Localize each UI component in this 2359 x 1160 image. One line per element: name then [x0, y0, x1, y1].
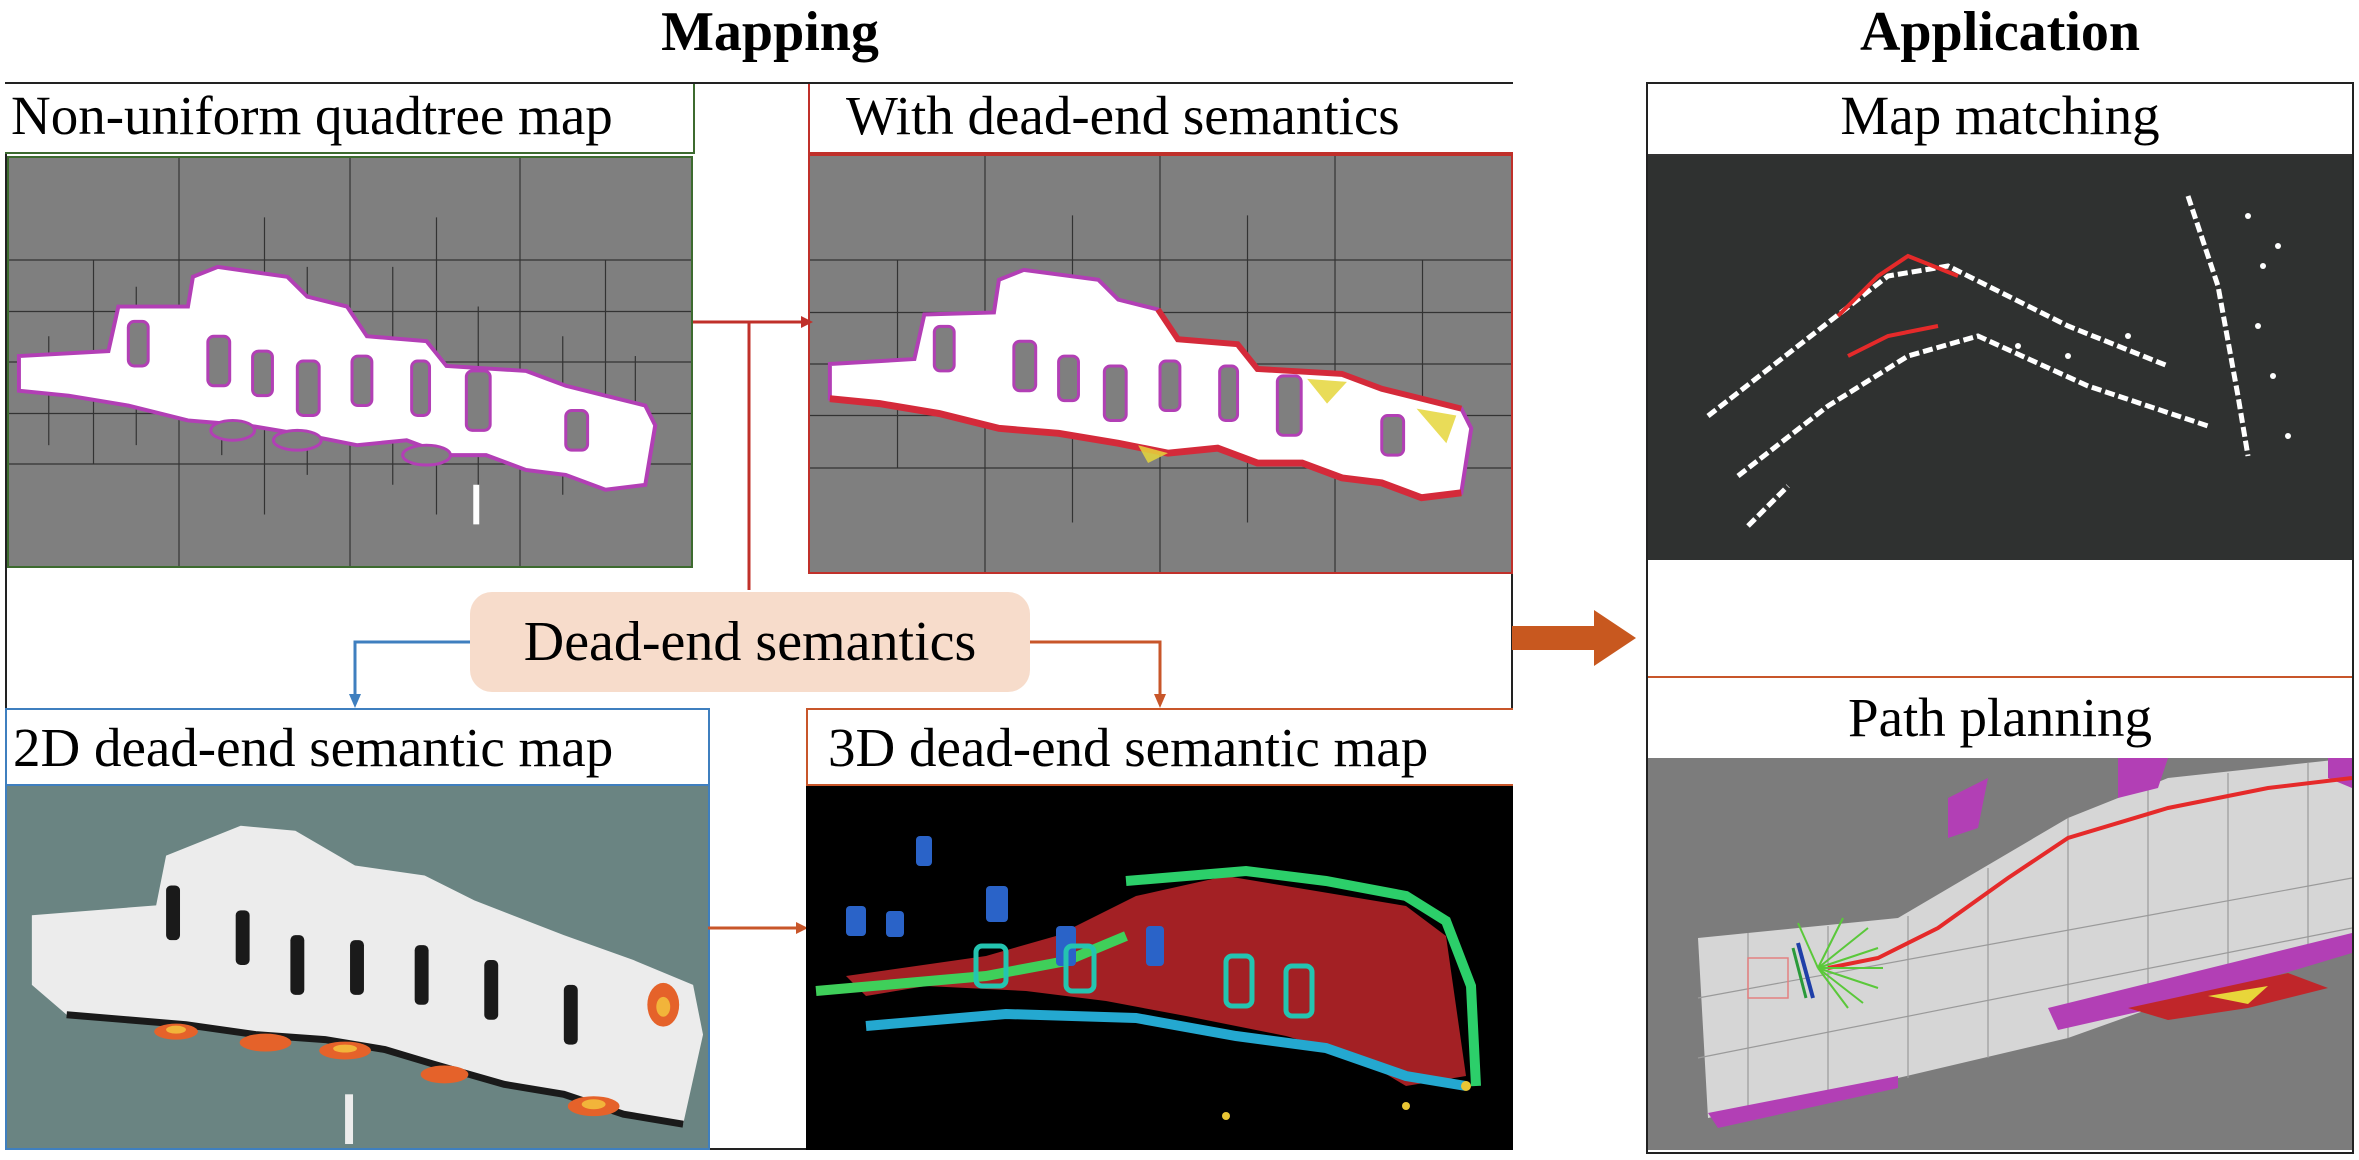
application-divider: [1648, 676, 2352, 678]
dead-end-semantics-label: Dead-end semantics: [470, 592, 1030, 692]
semantics-to-2d-connector: [349, 640, 470, 708]
map-matching-image: [1648, 156, 2352, 560]
mapping-section-title: Mapping: [661, 1, 879, 63]
planning-panel-title: Path planning: [1648, 680, 2352, 756]
map2d-panel-title: 2D dead-end semantic map: [5, 708, 710, 786]
dead-end-map-image: [808, 154, 1513, 574]
map3d-panel-title: 3D dead-end semantic map: [806, 708, 1513, 786]
application-section-title: Application: [1859, 1, 2141, 63]
application-frame: [1646, 82, 2354, 1154]
dead-end-panel-title: With dead-end semantics: [808, 84, 1513, 154]
path-planning-image: [1648, 758, 2352, 1150]
mapping-frame: [5, 82, 1513, 1150]
semantics-to-3d-connector: [1030, 640, 1166, 708]
map2d-image: [5, 786, 710, 1150]
quadtree-map-image: [7, 156, 693, 568]
matching-panel-title: Map matching: [1648, 84, 2352, 156]
quadtree-to-dead-end-connector: [693, 316, 813, 590]
map3d-image: [806, 786, 1513, 1150]
quadtree-panel-title: Non-uniform quadtree map: [5, 84, 695, 154]
map2d-to-map3d-connector: [708, 922, 808, 934]
mapping-to-application-arrow: [1512, 610, 1636, 666]
